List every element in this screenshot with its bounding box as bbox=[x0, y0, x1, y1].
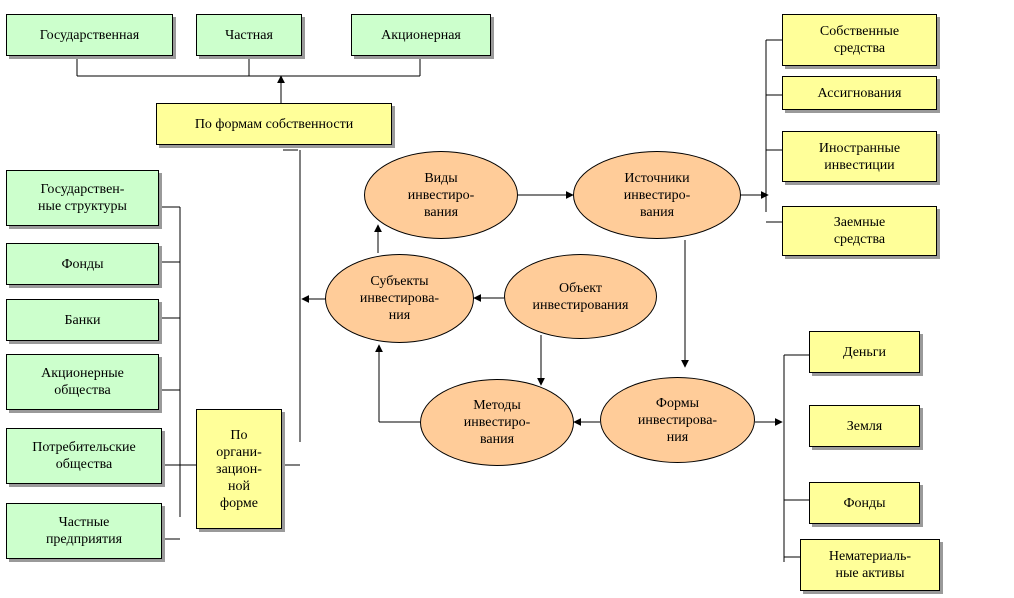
ownership-joint-stock-box: Акционерная bbox=[351, 14, 491, 56]
form-money-box: Деньги bbox=[809, 331, 920, 373]
by-ownership-forms-box: По формам собственности bbox=[156, 103, 392, 145]
subjects-of-investment-oval: Субъекты инвестирова- ния bbox=[325, 254, 474, 343]
ownership-state-box: Государственная bbox=[6, 14, 173, 56]
org-item-banks: Банки bbox=[6, 299, 159, 341]
ownership-private-box: Частная bbox=[196, 14, 302, 56]
source-foreign-investment-box: Иностранные инвестиции bbox=[782, 131, 937, 182]
org-item-funds: Фонды bbox=[6, 243, 159, 285]
form-land-box: Земля bbox=[809, 405, 920, 447]
form-intangible-assets-box: Нематериаль- ные активы bbox=[800, 539, 940, 591]
source-borrowed-funds-box: Заемные средства bbox=[782, 206, 937, 256]
types-of-investment-oval: Виды инвестиро- вания bbox=[364, 151, 518, 239]
object-of-investment-oval: Объект инвестирования bbox=[504, 254, 657, 339]
org-item-private-enterprises: Частные предприятия bbox=[6, 503, 162, 559]
org-item-joint-stock-companies: Акционерные общества bbox=[6, 354, 159, 410]
sources-of-investment-oval: Источники инвестиро- вания bbox=[573, 151, 741, 239]
forms-of-investment-oval: Формы инвестирова- ния bbox=[600, 377, 755, 463]
source-appropriations-box: Ассигнования bbox=[782, 76, 937, 110]
form-funds-box: Фонды bbox=[809, 482, 920, 524]
by-organizational-form-box: По органи- зацион- ной форме bbox=[196, 409, 282, 529]
source-own-funds-box: Собственные средства bbox=[782, 14, 937, 66]
methods-of-investment-oval: Методы инвестиро- вания bbox=[420, 379, 574, 466]
org-item-state-structures: Государствен- ные структуры bbox=[6, 170, 159, 226]
org-item-consumer-societies: Потребительские общества bbox=[6, 428, 162, 484]
